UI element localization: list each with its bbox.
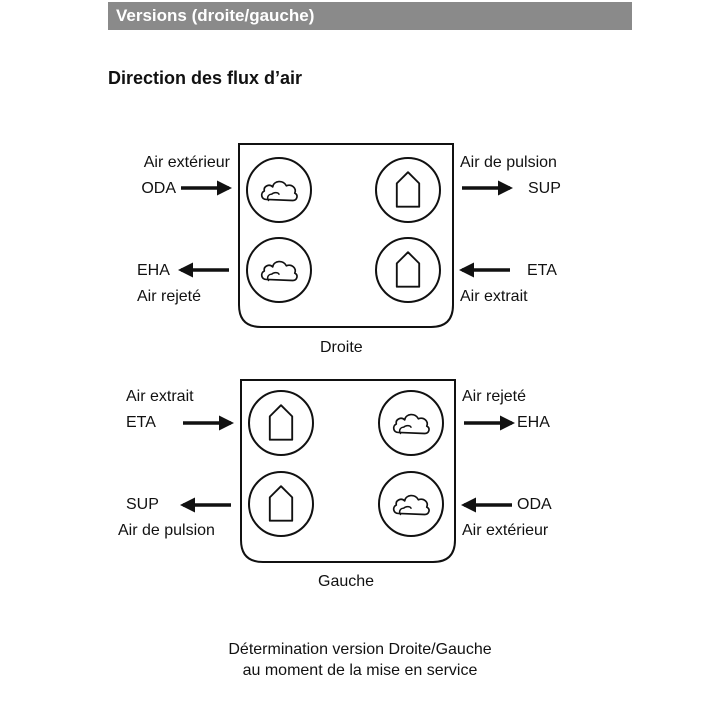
gauche-top-right-cloud-icon <box>378 390 444 456</box>
gauche-bottom-right-cloud-icon <box>378 471 444 537</box>
droite-bottom-left-name: Air rejeté <box>137 288 202 305</box>
gauche-bottom-right-code: ODA <box>517 496 552 513</box>
header-title: Versions (droite/gauche) <box>116 6 315 25</box>
gauche-unit-box <box>240 379 456 563</box>
droite-bottom-right-code: ETA <box>527 262 557 279</box>
droite-top-left-code: ODA <box>141 180 176 197</box>
gauche-bottom-left-house-icon <box>248 471 314 537</box>
droite-top-left-cloud-icon <box>246 157 312 223</box>
gauche-top-left-name: Air extrait <box>126 388 194 405</box>
droite-bottom-left-code: EHA <box>137 262 170 279</box>
droite-label: Droite <box>320 339 363 356</box>
droite-bottom-left-cloud-icon <box>246 237 312 303</box>
header-bar: Versions (droite/gauche) <box>108 2 632 30</box>
droite-top-right-house-icon <box>375 157 441 223</box>
droite-bottom-right-name: Air extrait <box>460 288 528 305</box>
gauche-label: Gauche <box>318 573 375 590</box>
gauche-top-right-code: EHA <box>517 414 550 431</box>
gauche-top-right-name: Air rejeté <box>462 388 527 405</box>
footer-caption-line2: au moment de la mise en service <box>242 662 478 679</box>
gauche-top-left-house-icon <box>248 390 314 456</box>
gauche-bottom-left-name: Air de pulsion <box>118 522 215 539</box>
section-title: Direction des flux d’air <box>108 68 303 88</box>
droite-top-right-code: SUP <box>528 180 561 197</box>
gauche-bottom-left-code: SUP <box>126 496 159 513</box>
footer-caption-line1: Détermination version Droite/Gauche <box>228 641 492 658</box>
droite-top-right-name: Air de pulsion <box>460 154 557 171</box>
gauche-top-left-code: ETA <box>126 414 156 431</box>
droite-unit-box <box>238 143 454 328</box>
droite-bottom-right-house-icon <box>375 237 441 303</box>
gauche-bottom-right-name: Air extérieur <box>462 522 549 539</box>
droite-top-left-name: Air extérieur <box>143 154 230 171</box>
